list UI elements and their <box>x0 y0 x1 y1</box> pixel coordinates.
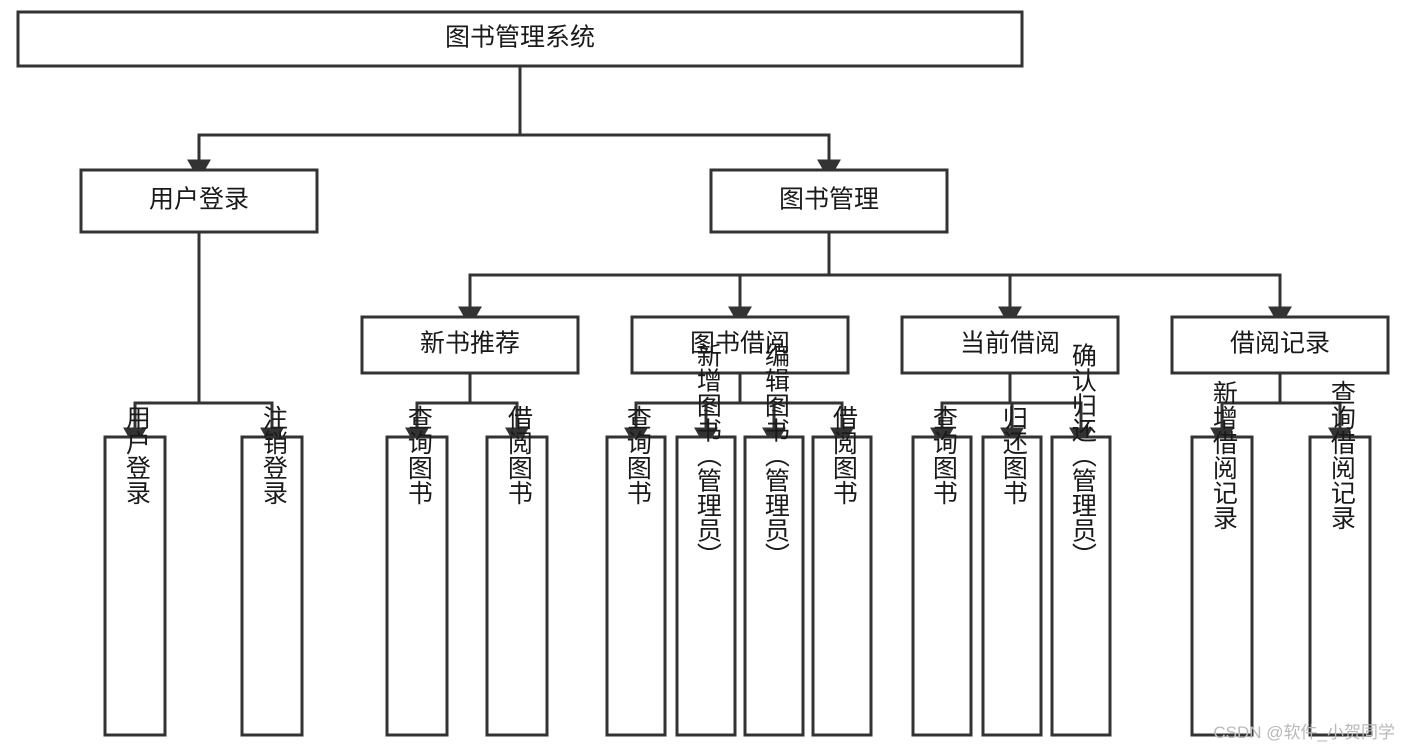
node-leaf-query-book-borrow-label: 查询图书 <box>623 405 652 505</box>
node-leaf-query-book-current[interactable]: 查询图书 <box>911 405 973 737</box>
node-leaf-confirm-return-admin-label: 确认归还（管理员） <box>1068 343 1097 568</box>
node-new-book-recommend-label: 新书推荐 <box>420 330 520 358</box>
node-borrow-record[interactable]: 借阅记录 <box>1170 315 1390 375</box>
node-leaf-borrow-book-rec-label: 借阅图书 <box>504 405 533 505</box>
node-leaf-confirm-return-admin[interactable]: 确认归还（管理员） <box>1050 343 1112 737</box>
node-leaf-query-book-current-label: 查询图书 <box>929 405 958 505</box>
node-leaf-borrow-book[interactable]: 借阅图书 <box>811 405 873 737</box>
node-root[interactable]: 图书管理系统 <box>16 10 1024 68</box>
node-leaf-confirm-return-admin-box <box>1050 435 1112 737</box>
node-leaf-query-borrow-record-label: 查询借阅记录 <box>1327 380 1356 530</box>
node-leaf-return-book[interactable]: 归还图书 <box>981 405 1043 737</box>
node-leaf-add-book-admin-label: 新增图书（管理员） <box>693 343 722 568</box>
node-current-borrow[interactable]: 当前借阅 <box>900 315 1120 375</box>
node-leaf-query-book-current-box <box>911 435 973 737</box>
node-book-manage[interactable]: 图书管理 <box>709 168 949 234</box>
node-leaf-add-book-admin[interactable]: 新增图书（管理员） <box>675 343 737 737</box>
node-leaf-add-borrow-record[interactable]: 新增借阅记录 <box>1190 380 1254 737</box>
watermark-text: CSDN @软件_小贺同学 <box>1213 723 1395 742</box>
node-root-label: 图书管理系统 <box>445 24 595 52</box>
node-borrow-record-label: 借阅记录 <box>1230 330 1330 358</box>
node-user-login[interactable]: 用户登录 <box>79 168 319 234</box>
node-current-borrow-box <box>900 315 1120 375</box>
node-leaf-edit-book-admin-label: 编辑图书（管理员） <box>761 343 790 568</box>
node-current-borrow-label: 当前借阅 <box>960 330 1060 358</box>
node-leaf-borrow-book-box <box>811 435 873 737</box>
node-leaf-query-book-borrow-box <box>605 435 667 737</box>
node-leaf-query-borrow-record-box <box>1308 435 1372 737</box>
node-leaf-user-login[interactable]: 用户登录 <box>103 405 167 737</box>
node-book-manage-box <box>709 168 949 234</box>
node-leaf-borrow-book-rec-box <box>485 435 549 737</box>
node-leaf-query-borrow-record[interactable]: 查询借阅记录 <box>1308 380 1372 737</box>
node-root-box <box>16 10 1024 68</box>
node-leaf-add-borrow-record-label: 新增借阅记录 <box>1209 380 1238 530</box>
node-leaf-user-login-label: 用户登录 <box>122 405 151 505</box>
connector-layer <box>123 64 1352 449</box>
node-leaf-logout[interactable]: 注销登录 <box>240 405 304 737</box>
node-user-login-box <box>79 168 319 234</box>
node-layer: 图书管理系统用户登录图书管理新书推荐图书借阅当前借阅借阅记录用户登录注销登录查询… <box>16 10 1390 737</box>
node-new-book-recommend-box <box>360 315 580 375</box>
node-leaf-edit-book-admin-box <box>743 435 805 737</box>
node-book-borrow-box <box>630 315 850 375</box>
node-new-book-recommend[interactable]: 新书推荐 <box>360 315 580 375</box>
node-leaf-query-book-rec[interactable]: 查询图书 <box>385 405 449 737</box>
node-leaf-query-book-borrow[interactable]: 查询图书 <box>605 405 667 737</box>
node-leaf-return-book-label: 归还图书 <box>999 405 1028 505</box>
node-user-login-label: 用户登录 <box>149 186 249 214</box>
node-leaf-return-book-box <box>981 435 1043 737</box>
node-leaf-borrow-book-label: 借阅图书 <box>829 405 858 505</box>
node-leaf-user-login-box <box>103 435 167 737</box>
node-leaf-logout-box <box>240 435 304 737</box>
node-leaf-borrow-book-rec[interactable]: 借阅图书 <box>485 405 549 737</box>
node-borrow-record-box <box>1170 315 1390 375</box>
node-leaf-edit-book-admin[interactable]: 编辑图书（管理员） <box>743 343 805 737</box>
node-leaf-query-book-rec-label: 查询图书 <box>404 405 433 505</box>
node-book-borrow[interactable]: 图书借阅 <box>630 315 850 375</box>
node-book-manage-label: 图书管理 <box>779 186 879 214</box>
node-book-borrow-label: 图书借阅 <box>690 330 790 358</box>
node-leaf-query-book-rec-box <box>385 435 449 737</box>
node-leaf-add-borrow-record-box <box>1190 435 1254 737</box>
node-leaf-logout-label: 注销登录 <box>259 405 288 505</box>
node-leaf-add-book-admin-box <box>675 435 737 737</box>
